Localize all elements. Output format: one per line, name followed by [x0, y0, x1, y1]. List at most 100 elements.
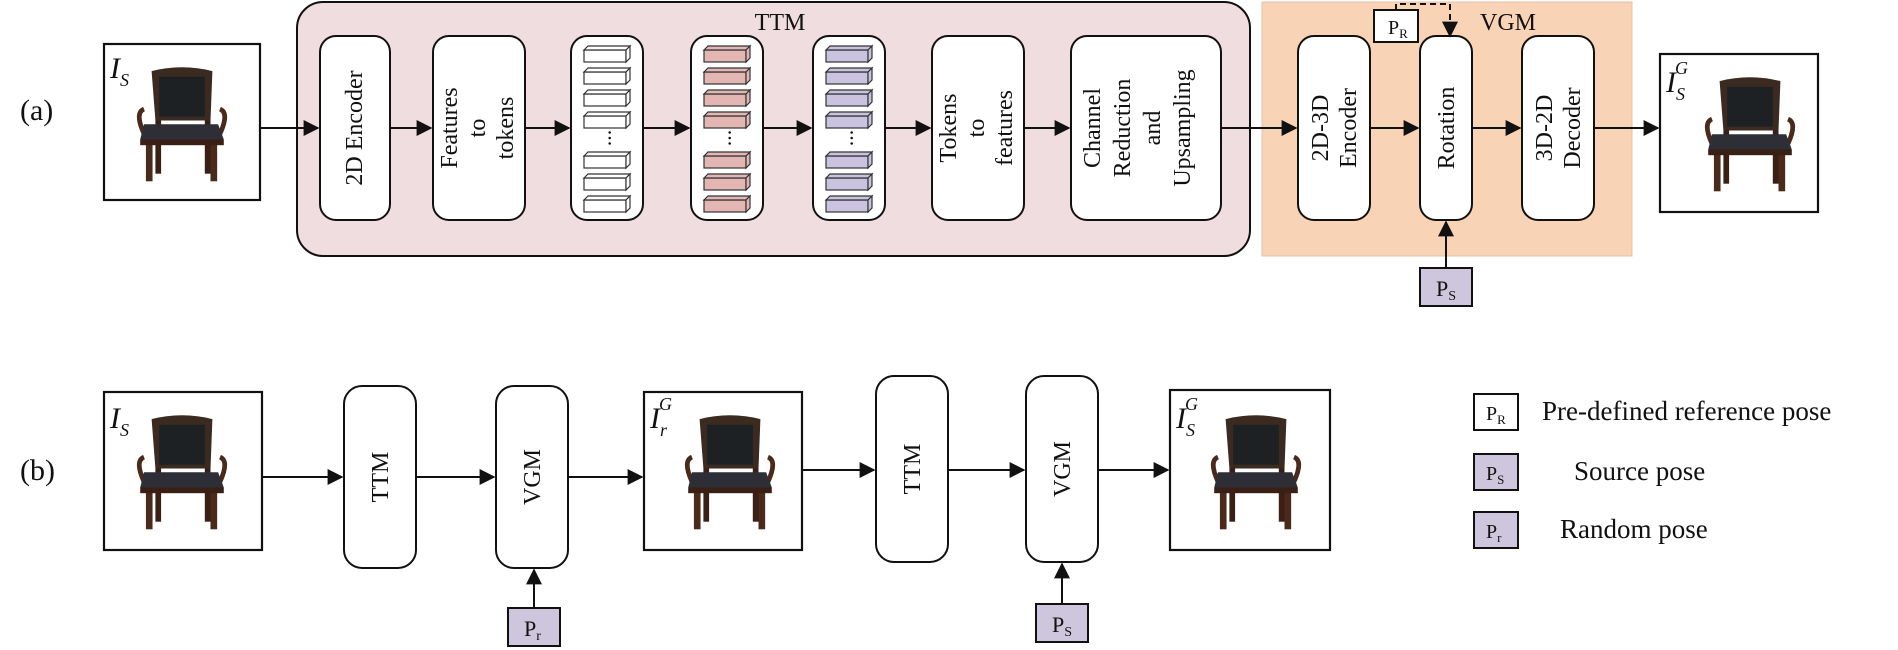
- token-white-0: [582, 44, 632, 64]
- token-white-2: [582, 88, 632, 108]
- token-pink-5: [702, 172, 752, 192]
- features-to-tokens-line2: to: [465, 119, 491, 138]
- input-image-label: I: [109, 52, 122, 85]
- ttm-2-label: TTM: [900, 444, 926, 495]
- legend-rand-sub: r: [1497, 530, 1502, 545]
- panel-a-input-image: IS: [102, 42, 262, 202]
- vgm-block-1: VGM: [495, 385, 569, 569]
- ttm-1-label: TTM: [368, 452, 394, 503]
- pose-reference-dashed-link: [1395, 3, 1458, 38]
- svg-text:Pr: Pr: [524, 616, 541, 644]
- channel-reduction-line4: Upsampling: [1170, 69, 1196, 186]
- pose-random-box: Pr: [507, 607, 561, 647]
- legend-ref-text: Pre-defined reference pose: [1542, 396, 1831, 426]
- token-purple-6: [824, 194, 874, 214]
- legend-rand-symbol: P: [1486, 521, 1497, 543]
- token-pink-3: [702, 110, 752, 130]
- pose-reference-box: PR: [1373, 9, 1419, 43]
- ttm-title: TTM: [755, 10, 806, 36]
- panel-b-input-image: IS: [102, 390, 264, 552]
- token-purple-0: [824, 44, 874, 64]
- svg-text:IrG: IrG: [649, 394, 672, 440]
- pose-source-a-symbol: P: [1436, 276, 1448, 301]
- encoder-2d3d-block: 2D-3D Encoder: [1297, 35, 1371, 221]
- svg-text:PR: PR: [1388, 17, 1408, 41]
- legend-rand-text: Random pose: [1560, 514, 1708, 544]
- pose-reference-symbol: P: [1388, 17, 1399, 39]
- features-to-tokens-line1: Features: [437, 87, 463, 168]
- legend: PR Pre-defined reference pose PS Source …: [1473, 393, 1831, 549]
- token-white-4: [582, 150, 632, 170]
- svg-text:IS: IS: [109, 402, 129, 440]
- token-purple-2: [824, 88, 874, 108]
- token-white-5: [582, 172, 632, 192]
- token-stack-white: ...: [570, 35, 644, 221]
- token-pink-4: [702, 150, 752, 170]
- token-ellipsis-purple: ...: [833, 130, 858, 147]
- token-pink-1: [702, 66, 752, 86]
- legend-src-symbol: P: [1486, 463, 1497, 485]
- ttm-block-2: TTM: [875, 375, 949, 563]
- svg-text:ISG: ISG: [1665, 58, 1688, 104]
- svg-text:IS: IS: [109, 52, 129, 90]
- rotation-label: Rotation: [1434, 87, 1460, 170]
- output-image-a-sup: G: [1675, 58, 1688, 78]
- decoder-3d2d-line1: 3D-2D: [1532, 95, 1558, 162]
- features-to-tokens-line3: tokens: [493, 97, 519, 160]
- tokens-to-features-block: Tokens to features: [931, 35, 1025, 221]
- pose-source-box-a: PS: [1419, 267, 1473, 307]
- output-image-a-sub: S: [1676, 84, 1685, 104]
- output-image-a-label: I: [1665, 66, 1678, 99]
- input-image-b-label: I: [109, 402, 122, 435]
- encoder-2d-block: 2D Encoder: [319, 35, 391, 221]
- legend-item-random-pose: Pr Random pose: [1473, 511, 1708, 549]
- token-white-1: [582, 66, 632, 86]
- pose-source-b-sub: S: [1064, 625, 1072, 640]
- token-white-6: [582, 194, 632, 214]
- channel-reduction-line3: and: [1140, 111, 1166, 146]
- channel-reduction-block: Channel Reduction and Upsampling: [1070, 35, 1222, 221]
- decoder-3d2d-block: 3D-2D Decoder: [1521, 35, 1595, 221]
- legend-ref-sub: R: [1497, 412, 1506, 427]
- rotation-block: Rotation: [1419, 35, 1473, 221]
- pose-random-symbol: P: [524, 616, 536, 641]
- vgm-1-label: VGM: [520, 449, 546, 505]
- pose-reference-sub: R: [1399, 26, 1408, 41]
- svg-text:Pr: Pr: [1486, 521, 1502, 545]
- token-pink-6: [702, 194, 752, 214]
- token-purple-4: [824, 150, 874, 170]
- pose-source-box-b: PS: [1035, 603, 1089, 643]
- panel-b-label: (b): [20, 454, 55, 487]
- token-stack-purple: ...: [812, 35, 886, 221]
- token-ellipsis-white: ...: [591, 130, 616, 147]
- mid-image-sup: G: [659, 394, 672, 414]
- vgm-block-2: VGM: [1025, 375, 1099, 563]
- mid-image-sub: r: [660, 420, 668, 440]
- channel-reduction-line1: Channel: [1080, 88, 1106, 168]
- legend-src-text: Source pose: [1574, 456, 1705, 486]
- token-pink-2: [702, 88, 752, 108]
- token-ellipsis-pink: ...: [711, 130, 736, 147]
- decoder-3d2d-line2: Decoder: [1560, 87, 1586, 168]
- svg-text:PS: PS: [1052, 612, 1072, 640]
- svg-text:ISG: ISG: [1175, 394, 1198, 440]
- output-image-b-label: I: [1175, 402, 1188, 435]
- svg-text:PR: PR: [1486, 403, 1506, 427]
- output-image-b-sup: G: [1185, 394, 1198, 414]
- legend-item-reference-pose: PR Pre-defined reference pose: [1473, 393, 1831, 431]
- legend-src-sub: S: [1497, 472, 1504, 487]
- legend-ref-symbol: P: [1486, 403, 1497, 425]
- pose-source-b-symbol: P: [1052, 612, 1064, 637]
- pose-source-a-sub: S: [1448, 289, 1456, 304]
- pose-random-sub: r: [536, 629, 541, 644]
- panel-b-arrows: [262, 462, 1170, 485]
- input-image-b-sub: S: [120, 420, 129, 440]
- input-image-sub: S: [120, 70, 129, 90]
- tokens-to-features-line3: features: [992, 90, 1018, 166]
- vgm-2-label: VGM: [1050, 441, 1076, 497]
- token-pink-0: [702, 44, 752, 64]
- svg-text:PS: PS: [1436, 276, 1456, 304]
- legend-item-source-pose: PS Source pose: [1473, 453, 1705, 491]
- ttm-block-1: TTM: [343, 385, 417, 569]
